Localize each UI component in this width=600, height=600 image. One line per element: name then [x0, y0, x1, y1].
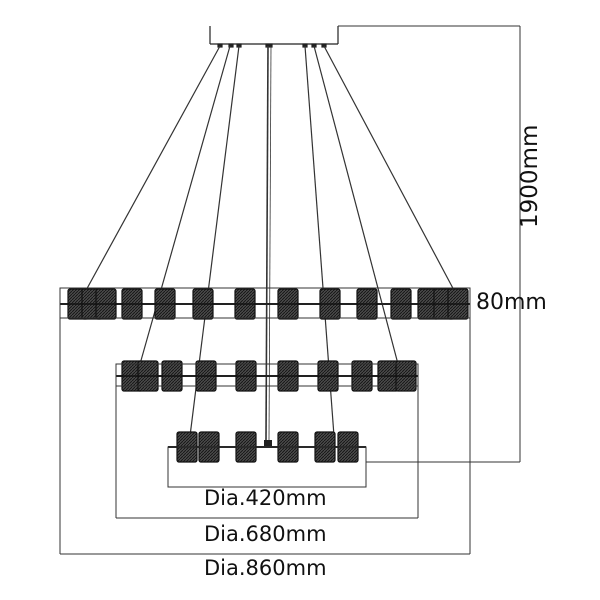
top-tier-shades: [67, 288, 469, 320]
ceiling-canopy: [209, 26, 339, 48]
dimension-lines: [59, 25, 521, 555]
middle-tier-diameter-label: Dia.680mm: [204, 522, 327, 546]
middle-tier-shades: [121, 360, 417, 392]
bottom-tier-diameter-label: Dia.420mm: [204, 486, 327, 510]
height-dimension-label: 1900mm: [517, 124, 543, 228]
ring-height-dimension-label: 80mm: [476, 290, 547, 315]
top-tier-diameter-label: Dia.860mm: [204, 556, 327, 580]
center-connector: [264, 440, 272, 446]
